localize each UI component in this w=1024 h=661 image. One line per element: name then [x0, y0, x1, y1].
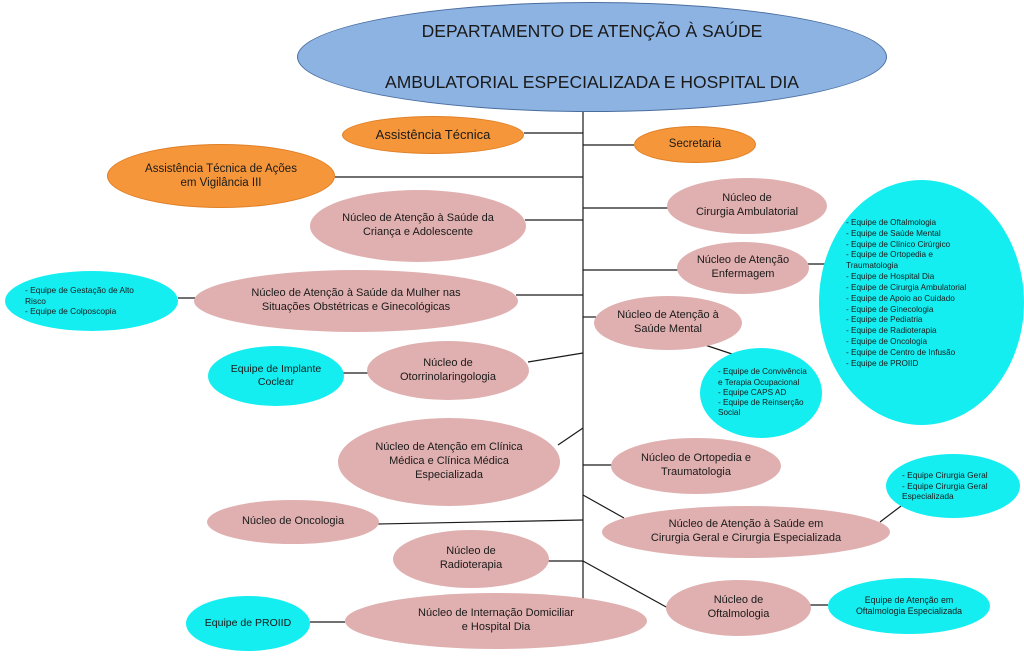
- team-oftalmologia-label: Equipe de Atenção em Oftalmologia Especi…: [855, 595, 963, 616]
- cirurgia-geral-label: Núcleo de Atenção à Saúde em Cirurgia Ge…: [650, 518, 842, 544]
- team-enfermagem-node: - Equipe de Oftalmologia - Equipe de Saú…: [819, 180, 1024, 425]
- team-oftalmologia-node: Equipe de Atenção em Oftalmologia Especi…: [828, 578, 990, 634]
- internacao-node: Núcleo de Internação Domiciliar e Hospit…: [345, 593, 647, 649]
- saude-mental-label: Núcleo de Atenção à Saúde Mental: [617, 309, 719, 335]
- cirurgia-ambulatorial-label: Núcleo de Cirurgia Ambulatorial: [695, 192, 799, 218]
- team-mulher-node: - Equipe de Gestação de Alto Risco - Equ…: [5, 271, 178, 331]
- team-cirurgia-geral-list: - Equipe Cirurgia Geral - Equipe Cirurgi…: [902, 470, 988, 502]
- oftalmologia-node: Núcleo de Oftalmologia: [666, 580, 811, 636]
- internacao-label: Núcleo de Internação Domiciliar e Hospit…: [418, 607, 574, 633]
- team-proiid-node: Equipe de PROIID: [186, 596, 310, 651]
- team-enfermagem-list: - Equipe de Oftalmologia - Equipe de Saú…: [846, 218, 967, 368]
- team-saude-mental-node: - Equipe de Convivência e Terapia Ocupac…: [700, 348, 822, 438]
- connector-cirurgia-geral: [582, 494, 625, 519]
- team-cirurgia-geral-node: - Equipe Cirurgia Geral - Equipe Cirurgi…: [886, 454, 1020, 518]
- team-implante-node: Equipe de Implante Coclear: [208, 346, 344, 406]
- saude-mulher-node: Núcleo de Atenção à Saúde da Mulher nas …: [194, 270, 518, 332]
- connector-oncologia: [377, 519, 584, 525]
- team-proiid-label: Equipe de PROIID: [204, 616, 292, 629]
- ortopedia-node: Núcleo de Ortopedia e Traumatologia: [611, 438, 781, 494]
- assistencia-tecnica-label: Assistência Técnica: [375, 126, 491, 142]
- clinica-medica-node: Núcleo de Atenção em Clínica Médica e Cl…: [338, 418, 560, 506]
- oncologia-label: Núcleo de Oncologia: [241, 515, 345, 528]
- enfermagem-node: Núcleo de Atenção Enfermagem: [677, 242, 809, 294]
- team-saude-mental-list: - Equipe de Convivência e Terapia Ocupac…: [718, 367, 807, 418]
- cirurgia-geral-node: Núcleo de Atenção à Saúde em Cirurgia Ge…: [602, 506, 890, 558]
- root-department-node: DEPARTAMENTO DE ATENÇÃO À SAÚDE AMBULATO…: [297, 2, 887, 112]
- connector-otorrino: [527, 352, 584, 363]
- otorrino-node: Núcleo de Otorrinolaringologia: [367, 341, 529, 400]
- secretaria-node: Secretaria: [634, 126, 756, 163]
- saude-mulher-label: Núcleo de Atenção à Saúde da Mulher nas …: [251, 287, 461, 313]
- saude-mental-node: Núcleo de Atenção à Saúde Mental: [594, 296, 742, 350]
- radioterapia-node: Núcleo de Radioterapia: [393, 530, 549, 588]
- secretaria-label: Secretaria: [668, 138, 722, 151]
- saude-crianca-label: Núcleo de Atenção à Saúde da Criança e A…: [342, 212, 494, 238]
- otorrino-label: Núcleo de Otorrinolaringologia: [400, 356, 496, 383]
- oftalmologia-label: Núcleo de Oftalmologia: [707, 594, 770, 620]
- assistencia-tecnica-node: Assistência Técnica: [342, 116, 524, 154]
- enfermagem-label: Núcleo de Atenção Enfermagem: [696, 254, 790, 280]
- connector-clinica-medica: [557, 427, 584, 446]
- team-mulher-list: - Equipe de Gestação de Alto Risco - Equ…: [25, 285, 134, 317]
- team-implante-label: Equipe de Implante Coclear: [230, 362, 322, 388]
- root-title-line2: AMBULATORIAL ESPECIALIZADA E HOSPITAL DI…: [385, 71, 799, 92]
- clinica-medica-label: Núcleo de Atenção em Clínica Médica e Cl…: [375, 441, 523, 481]
- ortopedia-label: Núcleo de Ortopedia e Traumatologia: [640, 452, 752, 478]
- root-title-line1: DEPARTAMENTO DE ATENÇÃO À SAÚDE: [421, 20, 763, 41]
- assistencia-vigilancia-node: Assistência Técnica de Ações em Vigilânc…: [107, 144, 335, 208]
- oncologia-node: Núcleo de Oncologia: [207, 500, 379, 544]
- connector-oftalmologia: [582, 560, 669, 609]
- saude-crianca-node: Núcleo de Atenção à Saúde da Criança e A…: [310, 190, 526, 262]
- radioterapia-label: Núcleo de Radioterapia: [439, 545, 503, 571]
- cirurgia-ambulatorial-node: Núcleo de Cirurgia Ambulatorial: [667, 178, 827, 234]
- assistencia-vigilancia-label: Assistência Técnica de Ações em Vigilânc…: [145, 162, 297, 189]
